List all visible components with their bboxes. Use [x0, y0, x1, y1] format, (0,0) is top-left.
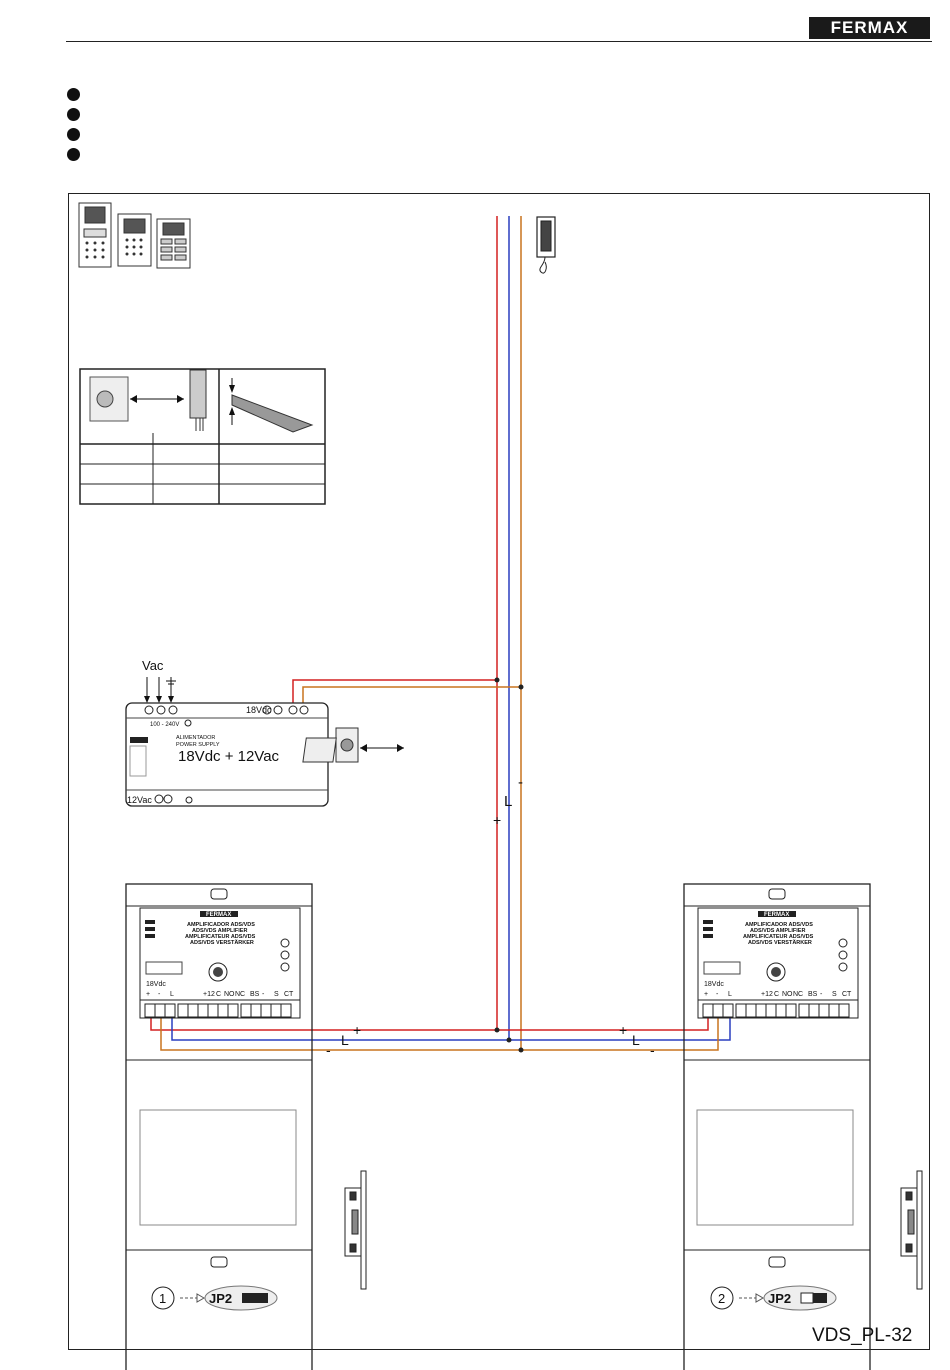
- svg-text:NC: NC: [793, 991, 803, 998]
- svg-text:C: C: [216, 991, 221, 998]
- svg-text:NO: NO: [224, 991, 235, 998]
- mains-input-label: Vac: [142, 658, 164, 673]
- header-rule: [66, 41, 932, 42]
- fermax-logo: FERMAX: [809, 17, 930, 39]
- wire-plus-label-left: +: [353, 1022, 361, 1038]
- wire-plus-label-right: +: [619, 1022, 627, 1038]
- diagram-frame: [68, 193, 930, 1350]
- svg-text:S: S: [832, 991, 837, 998]
- svg-text:+: +: [146, 991, 150, 998]
- psu-title-en: POWER SUPPLY: [176, 742, 220, 748]
- svg-text:AMPLIFICADOR ADS/VDS: AMPLIFICADOR ADS/VDS: [187, 922, 255, 928]
- door-lock-right: [900, 1170, 923, 1290]
- svg-text:-: -: [716, 991, 719, 998]
- svg-text:-: -: [158, 991, 161, 998]
- psu-feed-wires: [292, 677, 524, 707]
- svg-text:ADS/VDS VERSTÄRKER: ADS/VDS VERSTÄRKER: [190, 939, 254, 946]
- language-bullet: [67, 108, 80, 121]
- svg-text:L: L: [170, 991, 174, 998]
- wire-minus-label-right: -: [650, 1042, 655, 1058]
- monitor-decoder-link: [302, 727, 404, 763]
- language-bullet: [67, 128, 80, 141]
- svg-text:AMPLIFICADOR ADS/VDS: AMPLIFICADOR ADS/VDS: [745, 922, 813, 928]
- svg-text:NO: NO: [782, 991, 793, 998]
- riser-minus-label: -: [518, 774, 523, 791]
- psu-18vdc-terminal: 18Vdc: [246, 705, 272, 715]
- door-lock-left: [344, 1170, 367, 1290]
- amp-right-supply: 18Vdc: [704, 981, 724, 988]
- svg-text:FERMAX: FERMAX: [206, 912, 231, 918]
- jumper-callout-1: 1 JP2: [151, 1285, 278, 1311]
- svg-text:BS: BS: [808, 991, 818, 998]
- svg-text:-: -: [262, 991, 265, 998]
- svg-text:JP2: JP2: [768, 1291, 791, 1306]
- power-supply: 18Vdc 100 - 240V ALIMENTADOR POWER SUPPL…: [125, 702, 329, 807]
- wire-minus-label-left: -: [326, 1042, 331, 1058]
- mains-input: Vac: [142, 658, 176, 703]
- language-bullet: [67, 88, 80, 101]
- psu-12vac-terminal: 12Vac: [127, 795, 152, 805]
- amplifier-wire-labels: + L - + L -: [326, 1022, 655, 1058]
- svg-text:CT: CT: [842, 991, 852, 998]
- svg-text:-: -: [820, 991, 823, 998]
- svg-text:+12: +12: [203, 991, 215, 998]
- language-bullet: [67, 148, 80, 161]
- handset-icon: [536, 216, 556, 274]
- svg-text:FERMAX: FERMAX: [764, 912, 789, 918]
- riser-line-label: L: [504, 793, 512, 810]
- svg-text:C: C: [774, 991, 779, 998]
- figure-code: VDS_PL-32: [812, 1325, 912, 1346]
- cable-section-table: [79, 368, 326, 505]
- svg-text:BS: BS: [250, 991, 260, 998]
- wire-line-label-left: L: [341, 1032, 349, 1048]
- svg-text:NC: NC: [235, 991, 245, 998]
- svg-text:AMPLIFICATEUR ADS/VDS: AMPLIFICATEUR ADS/VDS: [743, 934, 814, 940]
- psu-voltage-range: 100 - 240V: [150, 722, 179, 728]
- svg-text:1: 1: [159, 1291, 166, 1306]
- svg-text:CT: CT: [284, 991, 294, 998]
- jumper-callout-2: 2 JP2: [710, 1285, 837, 1311]
- panel-housing-left: [125, 883, 313, 1370]
- wire-line-label-right: L: [632, 1032, 640, 1048]
- amplifier-wires: [150, 1018, 731, 1053]
- svg-text:L: L: [728, 991, 732, 998]
- psu-title-es: ALIMENTADOR: [176, 735, 215, 741]
- amplifier-right-text: FERMAX AMPLIFICADOR ADS/VDS ADS/VDS AMPL…: [704, 912, 852, 998]
- svg-text:ADS/VDS VERSTÄRKER: ADS/VDS VERSTÄRKER: [748, 939, 812, 946]
- psu-rating: 18Vdc + 12Vac: [178, 748, 280, 765]
- amp-left-supply: 18Vdc: [146, 981, 166, 988]
- riser-labels: + L -: [493, 774, 523, 828]
- svg-text:AMPLIFICATEUR ADS/VDS: AMPLIFICATEUR ADS/VDS: [185, 934, 256, 940]
- svg-text:+12: +12: [761, 991, 773, 998]
- riser-plus-label: +: [493, 812, 501, 828]
- svg-text:JP2: JP2: [209, 1291, 232, 1306]
- amplifier-left-text: FERMAX AMPLIFICADOR ADS/VDS ADS/VDS AMPL…: [146, 912, 294, 998]
- svg-text:ADS/VDS AMPLIFIER: ADS/VDS AMPLIFIER: [750, 928, 805, 934]
- svg-text:ADS/VDS AMPLIFIER: ADS/VDS AMPLIFIER: [192, 928, 247, 934]
- svg-text:2: 2: [718, 1291, 725, 1306]
- svg-text:+: +: [704, 991, 708, 998]
- svg-text:S: S: [274, 991, 279, 998]
- panel-housing-right: [683, 883, 871, 1370]
- riser-wires: [496, 216, 522, 1050]
- panel-icons: [78, 202, 191, 269]
